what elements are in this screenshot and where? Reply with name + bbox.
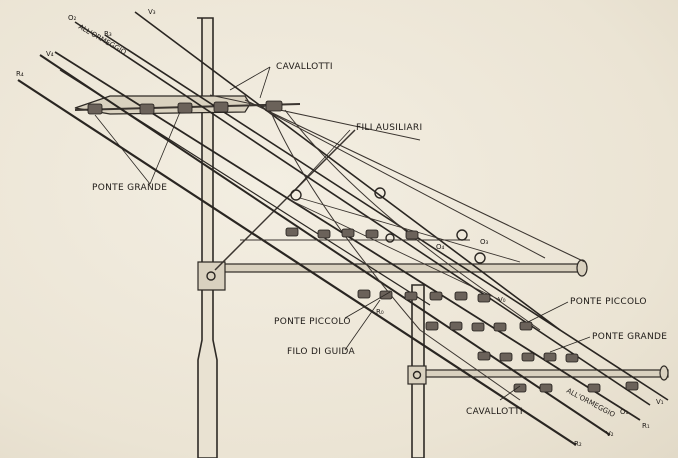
tag-r4: R₄ <box>16 70 24 78</box>
tag-v2: V₂ <box>606 430 614 438</box>
middle-bracket-arm <box>197 129 588 291</box>
lower-insulators <box>357 289 639 393</box>
tag-r2: R₂ <box>574 440 582 448</box>
left-pole <box>197 17 218 458</box>
tag-o3: O₃ <box>480 238 489 246</box>
tag-v3: V₃ <box>148 8 156 16</box>
label-fili-ausiliari: FILI AUSILIARI <box>356 123 422 133</box>
auxiliary-wires <box>240 109 541 401</box>
label-ponte-grande-right: PONTE GRANDE <box>592 332 667 342</box>
main-wires <box>17 11 669 446</box>
main-labels: CAVALLOTTI FILI AUSILIARI PONTE GRANDE P… <box>92 62 667 417</box>
middle-insulators <box>285 187 486 264</box>
tag-r1: R₁ <box>642 422 650 430</box>
tag-v1: V₁ <box>656 398 664 406</box>
label-cavallotti-top: CAVALLOTTI <box>276 62 333 72</box>
label-ponte-piccolo-right: PONTE PICCOLO <box>570 297 647 307</box>
tag-v4: V₄ <box>46 50 54 58</box>
tag-o2-top: O₂ <box>68 14 77 22</box>
label-ponte-grande-left: PONTE GRANDE <box>92 183 167 193</box>
top-insulators <box>87 100 283 115</box>
tag-r0: R₀ <box>376 308 384 316</box>
tag-o4: O₄ <box>436 243 445 251</box>
lower-bracket-arm <box>407 365 669 385</box>
label-filo-di-guida: FILO DI GUIDA <box>287 347 356 357</box>
label-cavallotti-bottom: CAVALLOTTI <box>466 407 523 417</box>
label-ponte-piccolo-left: PONTE PICCOLO <box>274 317 351 327</box>
tag-o1: O₁ <box>620 408 629 416</box>
tag-v0: V₀ <box>498 296 506 304</box>
tag-all-ormeggio-top: ALL'ORMEGGIO <box>77 23 128 57</box>
leader-lines <box>94 66 591 401</box>
tag-r3: R₃ <box>104 30 112 38</box>
